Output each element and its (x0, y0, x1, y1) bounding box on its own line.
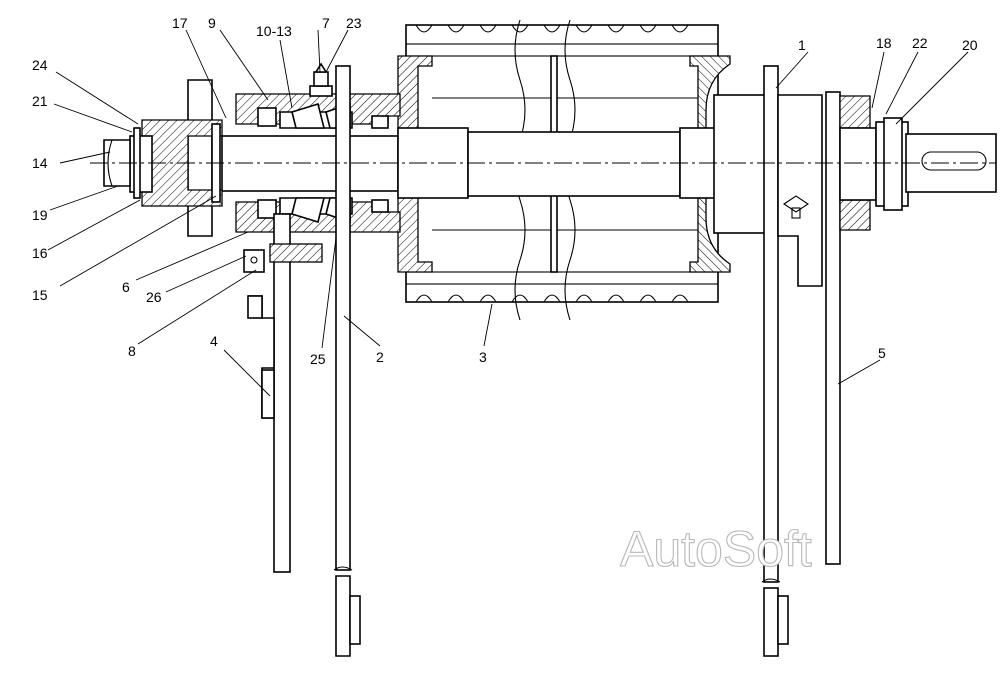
watermark: AutoSoft (620, 521, 812, 577)
label-part-20: 20 (962, 37, 978, 53)
leader-lines (47, 29, 969, 397)
bracket-5 (777, 91, 877, 565)
label-part-3: 3 (479, 349, 487, 365)
label-part-14: 14 (32, 155, 48, 171)
right-end-nut (875, 117, 997, 211)
label-part-16: 16 (32, 245, 48, 261)
pin-8 (243, 243, 323, 273)
label-part-19: 19 (32, 207, 48, 223)
part-labels: 1 2 3 4 5 6 7 8 9 10-13 14 15 16 17 18 1… (32, 15, 978, 367)
label-part-17: 17 (172, 15, 188, 31)
label-part-10-13: 10-13 (256, 23, 292, 39)
plate-1 (761, 65, 789, 657)
label-part-26: 26 (146, 289, 162, 305)
label-part-15: 15 (32, 287, 48, 303)
plate-4 (247, 213, 291, 573)
label-part-21: 21 (32, 93, 48, 109)
label-part-5: 5 (878, 345, 886, 361)
label-part-24: 24 (32, 57, 48, 73)
label-part-25: 25 (310, 351, 326, 367)
label-part-9: 9 (208, 15, 216, 31)
label-part-7: 7 (322, 15, 330, 31)
label-part-22: 22 (912, 35, 928, 51)
label-part-6: 6 (122, 279, 130, 295)
label-part-23: 23 (346, 15, 362, 31)
label-part-18: 18 (876, 35, 892, 51)
label-part-4: 4 (210, 333, 218, 349)
label-part-2: 2 (376, 349, 384, 365)
plate-2 (333, 65, 361, 657)
left-hub (103, 79, 223, 237)
label-part-1: 1 (798, 37, 806, 53)
label-part-8: 8 (128, 343, 136, 359)
